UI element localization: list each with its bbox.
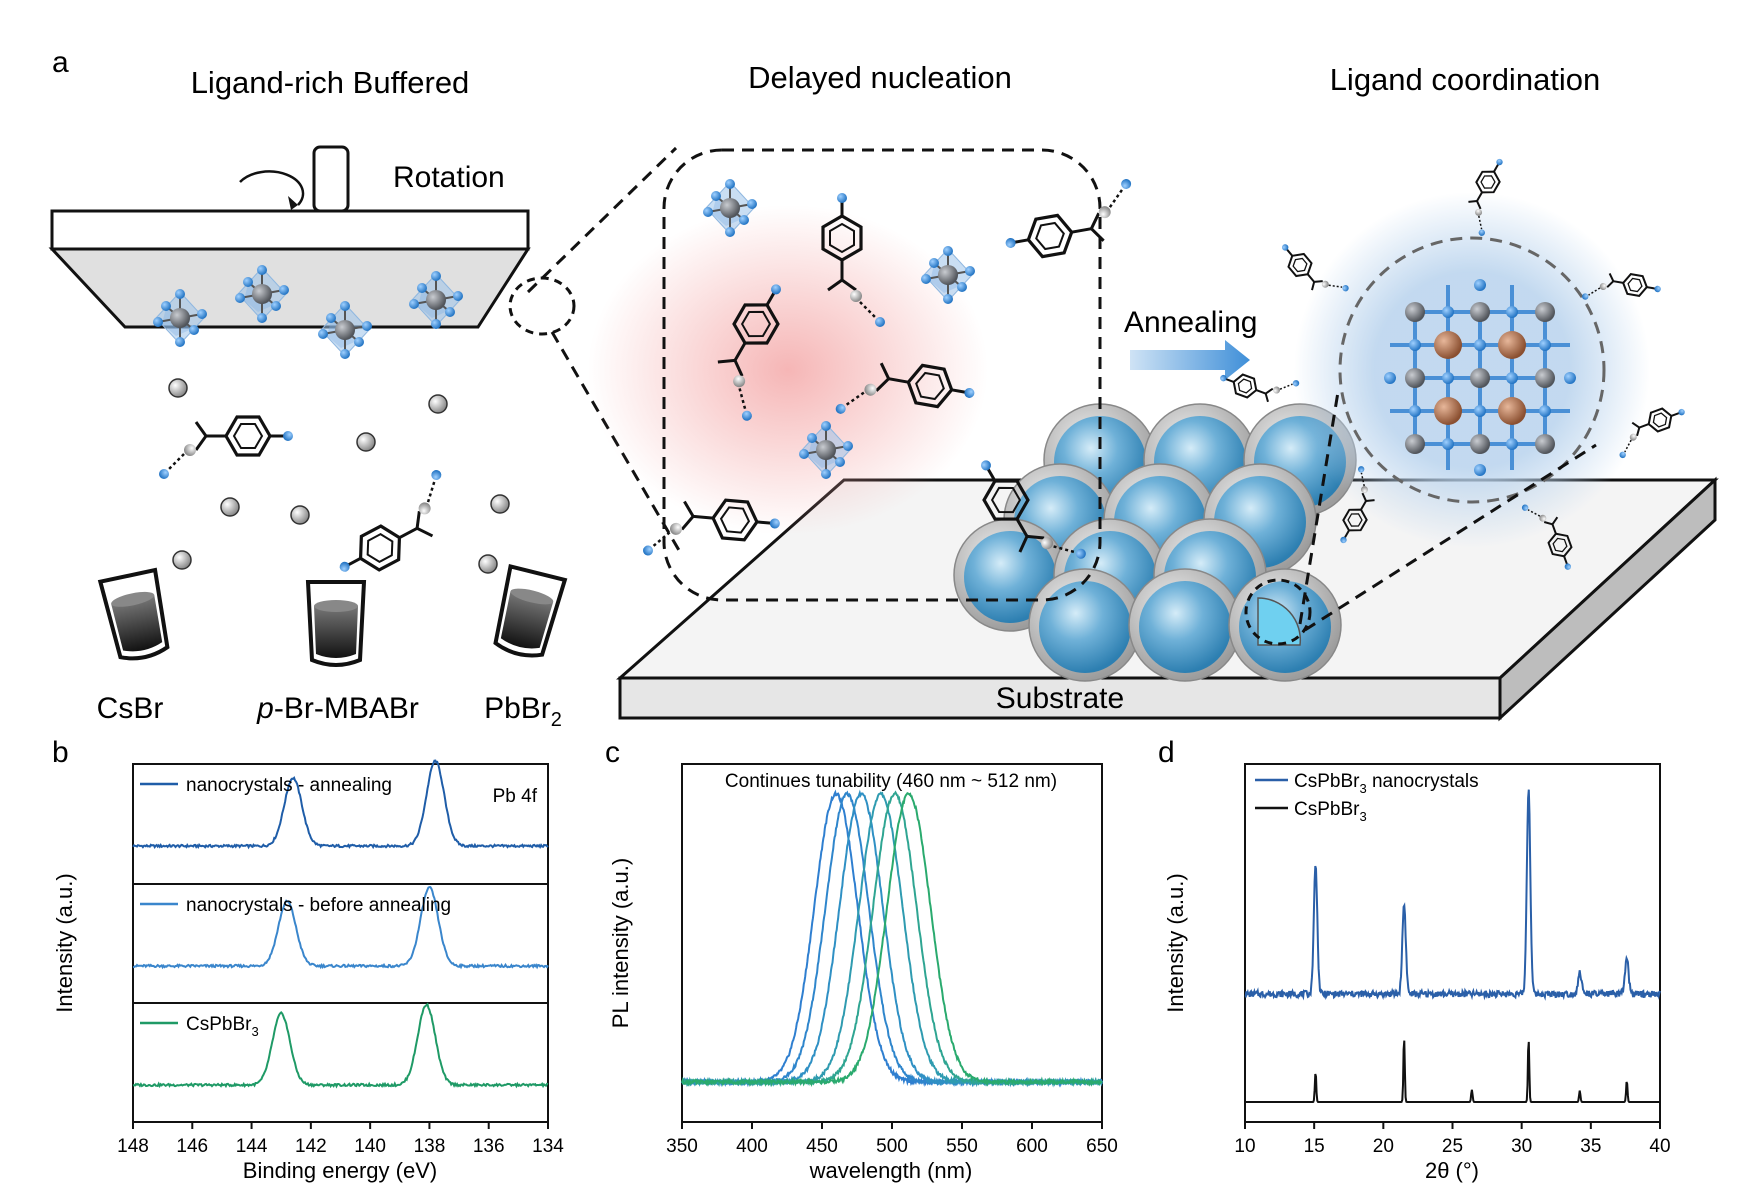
panel-b-x-tick-label-1: 146 bbox=[176, 1136, 208, 1157]
panel-c-spectrum-2 bbox=[681, 789, 1103, 1088]
panel-c-spectrum-0 bbox=[681, 789, 1103, 1088]
panel-d-x-tick-label-0: 10 bbox=[1234, 1136, 1255, 1157]
panel-b-legend-label-1: nanocrystals - before annealing bbox=[186, 895, 451, 916]
panel-c-annotation: Continues tunability (460 nm ~ 512 nm) bbox=[725, 771, 1057, 792]
panel-d-letter: d bbox=[1158, 736, 1175, 769]
panel-c-spectrum-4 bbox=[681, 790, 1103, 1088]
panel-d-legend-label-1: CsPbBr3 nanocrystals bbox=[1294, 771, 1479, 796]
precursor-label-pbbr2: PbBr2 bbox=[484, 692, 562, 731]
precursor-solution bbox=[159, 378, 510, 586]
panel-b-x-tick-label-5: 138 bbox=[414, 1136, 446, 1157]
panel-d-legend-label-2: CsPbBr3 bbox=[1294, 799, 1367, 824]
panel-c-frame bbox=[681, 763, 1103, 1123]
panel-c-x-tick-label-0: 350 bbox=[666, 1136, 698, 1157]
panel-b-x-tick-label-7: 134 bbox=[532, 1136, 564, 1157]
panel-b-x-tick-label-4: 140 bbox=[354, 1136, 386, 1157]
panel-b-legend-label-2: CsPbBr3 bbox=[186, 1014, 259, 1039]
panel-d-x-ticks: 10 15 20 25 30 35 40 bbox=[1234, 1122, 1671, 1157]
panel-d-x-tick-label-2: 20 bbox=[1373, 1136, 1394, 1157]
panel-d-x-tick-label-3: 25 bbox=[1442, 1136, 1463, 1157]
heading-ligand-coordination: Ligand coordination bbox=[1330, 62, 1601, 97]
panel-c-x-tick-label-2: 450 bbox=[806, 1136, 838, 1157]
panel-c-x-tick-label-5: 600 bbox=[1016, 1136, 1048, 1157]
nucleation-zoom bbox=[588, 148, 1141, 602]
panel-b-corner-label: Pb 4f bbox=[493, 786, 538, 807]
panel-c-spectrum-5 bbox=[681, 792, 1103, 1088]
rotation-label: Rotation bbox=[393, 161, 505, 194]
panel-b-x-tick-label-2: 144 bbox=[236, 1136, 268, 1157]
panel-c: c 350 400 450 500 550 600 650 Continues tunabi… bbox=[605, 736, 1118, 1183]
panel-c-x-tick-label-3: 500 bbox=[876, 1136, 908, 1157]
panel-b-frame bbox=[132, 763, 549, 1123]
panel-d-x-tick-label-1: 15 bbox=[1304, 1136, 1325, 1157]
panel-c-x-tick-label-6: 650 bbox=[1086, 1136, 1118, 1157]
panel-b-series-2 bbox=[132, 1002, 549, 1089]
annealing-arrow bbox=[1130, 340, 1250, 380]
panel-c-x-axis-title: wavelength (nm) bbox=[809, 1158, 973, 1183]
spin-coater: Rotation bbox=[48, 145, 576, 360]
panel-a-letter: a bbox=[52, 46, 69, 79]
panel-c-curves bbox=[681, 789, 1103, 1088]
precursor-label-csbr: CsBr bbox=[97, 692, 164, 725]
panel-b-x-tick-label-3: 142 bbox=[295, 1136, 327, 1157]
annealing-label: Annealing bbox=[1124, 306, 1257, 339]
substrate-label: Substrate bbox=[996, 682, 1124, 715]
panel-b-x-ticks: 148 146 144 142 140 138 136 134 bbox=[117, 1122, 564, 1157]
panel-d-series-0 bbox=[1244, 789, 1661, 1001]
precursor-label-mbabr: p-Br-MBABr bbox=[256, 692, 419, 725]
panel-d: d 10 15 20 25 30 35 40 CsPbBr3 nanocrystals Cs… bbox=[1158, 736, 1671, 1183]
panel-b-legend-label-0: nanocrystals - annealing bbox=[186, 775, 392, 796]
panel-c-letter: c bbox=[605, 736, 620, 769]
panel-c-x-tick-label-4: 550 bbox=[946, 1136, 978, 1157]
panel-b: b 148 146 144 142 140 138 136 134 nanocrystals … bbox=[52, 736, 564, 1183]
panel-b-series-1 bbox=[132, 886, 549, 970]
panel-b-curves: nanocrystals - annealing nanocrystals - b… bbox=[132, 759, 549, 1089]
panel-d-y-axis-title: Intensity (a.u.) bbox=[1163, 873, 1188, 1012]
panel-a: a Ligand-rich Buffered Delayed nucleatio… bbox=[48, 46, 1719, 731]
panel-b-x-tick-label-0: 148 bbox=[117, 1136, 149, 1157]
heading-ligand-rich-buffered: Ligand-rich Buffered bbox=[191, 65, 470, 100]
panel-d-x-axis-title: 2θ (°) bbox=[1425, 1158, 1479, 1183]
panel-c-y-axis-title: PL intensity (a.u.) bbox=[608, 858, 633, 1028]
panel-c-spectrum-1 bbox=[681, 790, 1103, 1088]
panel-b-x-tick-label-6: 136 bbox=[473, 1136, 505, 1157]
panel-b-letter: b bbox=[52, 736, 69, 769]
panel-d-x-tick-label-5: 35 bbox=[1580, 1136, 1601, 1157]
coordinated-nanocrystal bbox=[1215, 153, 1694, 632]
panel-d-x-tick-label-6: 40 bbox=[1649, 1136, 1670, 1157]
panel-c-x-tick-label-1: 400 bbox=[736, 1136, 768, 1157]
panel-d-x-tick-label-4: 30 bbox=[1511, 1136, 1532, 1157]
panel-b-y-axis-title: Intensity (a.u.) bbox=[52, 873, 77, 1012]
panel-d-curves bbox=[1244, 789, 1661, 1103]
panel-d-series-1 bbox=[1245, 1040, 1660, 1103]
panel-b-x-axis-title: Binding energy (eV) bbox=[243, 1158, 437, 1183]
panel-c-spectrum-3 bbox=[681, 791, 1103, 1088]
precursor-vials bbox=[98, 564, 567, 667]
panel-b-series-0 bbox=[132, 759, 549, 850]
heading-delayed-nucleation: Delayed nucleation bbox=[748, 60, 1012, 95]
panel-c-x-ticks: 350 400 450 500 550 600 650 bbox=[666, 1122, 1118, 1157]
